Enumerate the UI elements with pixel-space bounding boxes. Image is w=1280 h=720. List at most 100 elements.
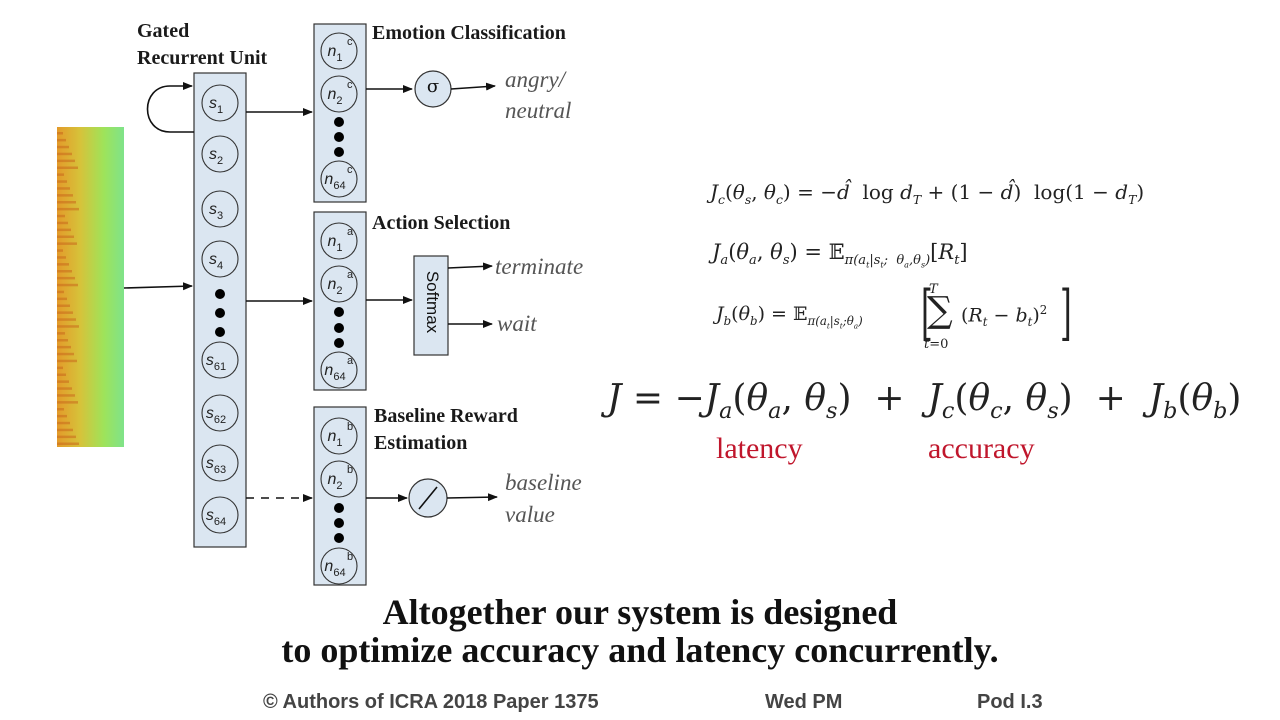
emotion-neuron-label-n1c-superscript: c: [347, 36, 353, 48]
spectrogram-streak: [57, 339, 68, 342]
spectrogram-streak: [57, 380, 69, 383]
spectrogram-streak: [57, 166, 78, 169]
gru-cell-s62: [201, 394, 239, 432]
spectrogram-streak: [57, 207, 79, 211]
action-neuron-label-n1a-superscript: a: [347, 226, 354, 238]
baseline-ellipsis-dot: [334, 503, 344, 513]
gru-cell-s2: [201, 135, 239, 173]
spectrogram-streak: [57, 145, 69, 149]
arrow-emotion-output: [450, 82, 496, 91]
emotion-neuron-n64c: [320, 160, 358, 198]
spectrogram-streak: [57, 421, 70, 425]
action-title: Action Selection: [372, 212, 511, 234]
linear-slash-icon: [418, 486, 438, 510]
action-ellipsis-dot: [334, 323, 344, 333]
baseline-title-line2: Estimation: [374, 432, 468, 454]
spectrogram-streak: [57, 132, 63, 135]
spectrogram-streak: [57, 173, 64, 176]
spectrogram-streak: [57, 428, 73, 432]
softmax-box: [413, 255, 449, 356]
spectrogram-streak: [57, 352, 74, 356]
baseline-neuron-n64b: [320, 547, 358, 585]
spectrogram-streak: [57, 401, 78, 404]
action-neuron-label-n2a-superscript: a: [347, 269, 354, 281]
latency-label: latency: [716, 432, 803, 465]
spectrogram-streak: [57, 249, 63, 252]
spectrogram-streak: [57, 345, 71, 349]
spectrogram-streak: [57, 414, 67, 418]
emotion-ellipsis-dot: [334, 132, 344, 142]
action-output-terminate: terminate: [495, 254, 584, 279]
emotion-ellipsis-dot: [334, 147, 344, 157]
jb-sum-upper: T: [929, 282, 938, 297]
action-neuron-label-n2a: n2: [327, 276, 342, 297]
gru-cell-s3: [201, 190, 239, 228]
gru-cell-label-s3: s3: [209, 201, 223, 222]
emotion-neuron-label-n2c-superscript: c: [347, 79, 353, 91]
spectrogram-streak: [57, 373, 66, 376]
baseline-neuron-n2b: [320, 460, 358, 498]
caption-line1: Altogether our system is designed: [382, 592, 898, 632]
baseline-neuron-label-n64b: n64: [324, 558, 345, 579]
baseline-output-line2: value: [505, 502, 555, 527]
spectrogram-streak: [57, 408, 64, 411]
gru-cell-s61: [201, 341, 239, 379]
emotion-neuron-label-n1c: n1: [327, 43, 342, 64]
jb-sum-sign: ∑: [927, 290, 953, 331]
action-neuron-label-n1a: n1: [327, 233, 342, 254]
spectrogram-streak: [57, 214, 65, 218]
action-neuron-n64a: [320, 351, 358, 389]
sigma-label: σ: [426, 76, 440, 97]
spectrogram-streak: [57, 270, 72, 273]
gru-ellipsis-dot: [215, 289, 225, 299]
equation-ja: Ja(θa, θs) = 𝔼π(at|st; θa,θs)[Rt]: [712, 240, 968, 270]
softmax-label: Softmax: [423, 270, 442, 334]
gru-cell-label-s2: s2: [209, 146, 223, 167]
emotion-ellipsis-dot: [334, 117, 344, 127]
spectrogram-streak: [57, 290, 64, 294]
emotion-output-line2: neutral: [505, 98, 572, 123]
arrow-baseline-output: [446, 493, 498, 502]
spectrogram-streak: [57, 359, 77, 363]
emotion-output-line1: angry/: [505, 67, 566, 92]
gru-cell-label-s63: s63: [206, 455, 226, 476]
baseline-neuron-label-n2b: n2: [327, 471, 342, 492]
baseline-neuron-label-n64b-superscript: b: [347, 551, 353, 563]
gru-cell-s64: [201, 496, 239, 534]
gru-ellipsis-dot: [215, 327, 225, 337]
spectrogram-streak: [57, 228, 71, 232]
action-output-wait: wait: [497, 311, 537, 336]
spectrogram-streak: [57, 159, 75, 163]
gru-cell-label-s4: s4: [209, 251, 223, 272]
baseline-ellipsis-dot: [334, 518, 344, 528]
spectrogram-streak: [57, 221, 68, 225]
gru-cell-label-s64: s64: [206, 507, 226, 528]
spectrogram-streak: [57, 304, 70, 307]
gru-title-line2: Recurrent Unit: [137, 47, 268, 69]
spectrogram-streak: [57, 235, 74, 238]
action-neuron-label-n64a-superscript: a: [347, 355, 354, 367]
spectrogram-streak: [57, 332, 65, 335]
spectrogram-streak: [57, 435, 76, 439]
gru-cell-s4: [201, 240, 239, 278]
accuracy-label: accuracy: [928, 432, 1035, 465]
spectrogram-image: [57, 127, 124, 447]
baseline-neuron-label-n1b: n1: [327, 428, 342, 449]
spectrogram-streak: [57, 256, 66, 259]
emotion-title: Emotion Classification: [372, 22, 566, 44]
spectrogram-streak: [57, 152, 72, 156]
equation-jc: Jc(θs, θc) = −d̂ log dT + (1 − d̂) log(1…: [710, 180, 1145, 207]
spectrogram-streak: [57, 394, 75, 397]
spectrogram-streak: [57, 242, 77, 245]
emotion-neuron-label-n64c-superscript: c: [347, 164, 353, 176]
baseline-neuron-label-n1b-superscript: b: [347, 421, 353, 433]
baseline-neuron-n1b: [320, 417, 358, 455]
arrow-terminate: [447, 262, 493, 271]
gru-cell-s1: [201, 84, 239, 122]
gru-cell-s63: [201, 444, 239, 482]
gru-title-line1: Gated: [137, 20, 190, 42]
spectrogram-streak: [57, 387, 72, 390]
